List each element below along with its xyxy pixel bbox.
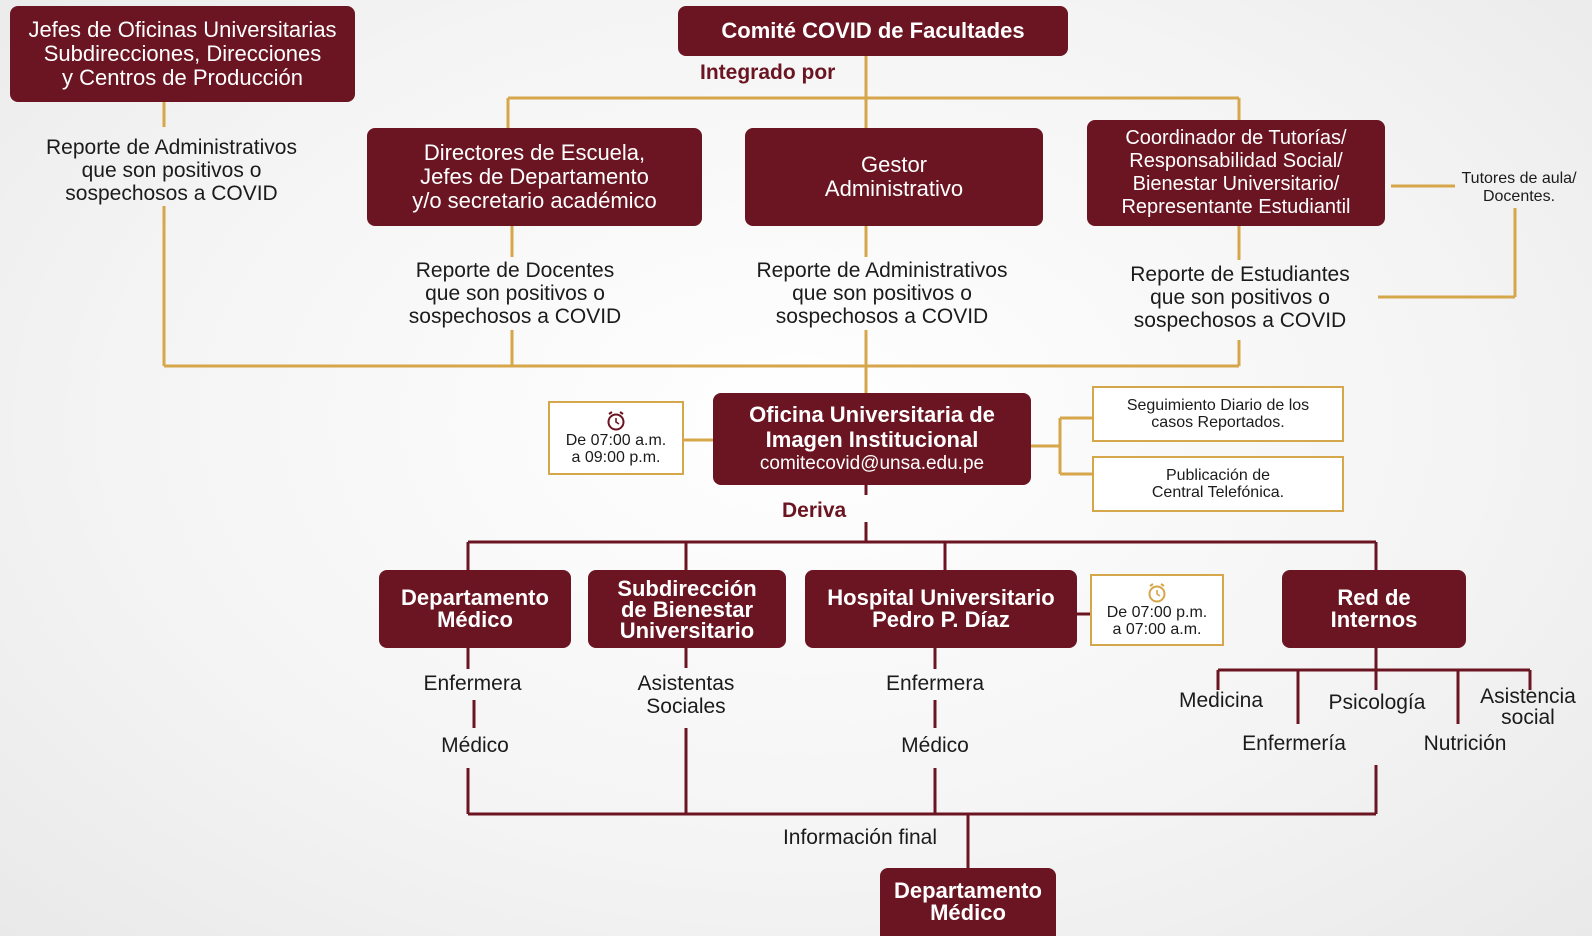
directores-line: Jefes de Departamento [420, 164, 649, 189]
directores-box: Directores de Escuela, Jefes de Departam… [367, 128, 702, 226]
integrado-por-label: Integrado por [700, 61, 836, 84]
asistentas-sociales-text: Asistentas Sociales [637, 672, 735, 718]
red-nutricion: Nutrición [1423, 732, 1507, 755]
unit-line: Hospital Universitario [827, 585, 1055, 610]
schedule-day-line: a 09:00 p.m. [571, 449, 661, 466]
unit-line: Universitario [619, 617, 755, 643]
unit3-enfermera: Enfermera [885, 672, 985, 695]
schedule-day-line: De 07:00 a.m. [565, 432, 667, 449]
red-internos-box: Red de Internos [1282, 570, 1466, 648]
final-line: Departamento [894, 878, 1042, 903]
central-line: Central Telefónica. [1151, 484, 1285, 501]
unit1-enfermera: Enfermera [423, 672, 522, 695]
reporte-docentes-text: Reporte de Docentes que son positivos o … [408, 259, 622, 328]
gestor-line: Administrativo [824, 176, 964, 201]
coordinador-tutorias-box: Coordinador de Tutorías/ Responsabilidad… [1087, 120, 1385, 226]
red-psicologia: Psicología [1328, 691, 1426, 714]
reporte-estudiantes-text: Reporte de Estudiantes que son positivos… [1130, 263, 1350, 332]
unit-line: Internos [1330, 607, 1418, 632]
unit-line: de Bienestar [620, 596, 754, 622]
unit-line: Subdirección [617, 575, 757, 601]
unit-line: Pedro P. Díaz [872, 607, 1010, 632]
jefes-oficinas-box: Jefes de Oficinas Universitarias Subdire… [10, 6, 355, 102]
departamento-medico-final-box: Departamento Médico [880, 868, 1056, 936]
schedule-night-box: De 07:00 p.m. a 07:00 a.m. [1090, 574, 1224, 646]
alarm-clock-icon [1148, 583, 1166, 603]
coordinador-line: Bienestar Universitario/ [1132, 173, 1340, 195]
schedule-night-line: De 07:00 p.m. [1106, 604, 1208, 621]
oficina-line: Imagen Institucional [765, 427, 979, 452]
unit-line: Médico [437, 607, 513, 632]
jefes-line: Subdirecciones, Direcciones [43, 41, 322, 66]
tutores-text: Tutores de aula/ Docentes. [1461, 170, 1577, 205]
red-medicina: Medicina [1178, 689, 1264, 712]
unit-line: Red de [1337, 585, 1411, 610]
directores-line: Directores de Escuela, [423, 140, 646, 165]
directores-line: y/o secretario académico [412, 188, 657, 213]
red-enfermeria: Enfermería [1242, 732, 1346, 755]
coordinador-line: Responsabilidad Social/ [1129, 150, 1343, 172]
seguimiento-line: Seguimiento Diario de los [1126, 397, 1310, 414]
jefes-line: y Centros de Producción [62, 65, 303, 90]
jefes-report-text: Reporte de Administrativos que son posit… [46, 136, 297, 205]
central-telefonica-box: Publicación de Central Telefónica. [1092, 456, 1344, 512]
coordinador-line: Coordinador de Tutorías/ [1125, 127, 1347, 149]
reporte-administrativos-text: Reporte de Administrativos que son posit… [756, 259, 1008, 328]
oficina-line: Oficina Universitaria de [749, 402, 995, 427]
central-line: Publicación de [1165, 467, 1271, 484]
unit3-medico: Médico [901, 734, 969, 757]
schedule-day-box: De 07:00 a.m. a 09:00 p.m. [548, 401, 684, 475]
comite-covid-title: Comité COVID de Facultades [721, 18, 1025, 43]
departamento-medico-box: Departamento Médico [379, 570, 571, 648]
gestor-line: Gestor [860, 152, 928, 177]
seguimiento-diario-box: Seguimiento Diario de los casos Reportad… [1092, 386, 1344, 442]
unit-line: Departamento [401, 585, 549, 610]
subdireccion-bienestar-box: Subdirección de Bienestar Universitario [588, 570, 786, 648]
jefes-line: Jefes de Oficinas Universitarias [28, 17, 337, 42]
schedule-night-line: a 07:00 a.m. [1112, 621, 1202, 638]
final-line: Médico [930, 900, 1006, 925]
oficina-imagen-institucional-box: Oficina Universitaria de Imagen Instituc… [713, 393, 1031, 485]
alarm-clock-icon [607, 411, 625, 431]
red-asistencia-social: Asistencia social [1480, 685, 1576, 729]
deriva-label: Deriva [782, 499, 847, 522]
unit1-medico: Médico [441, 734, 509, 757]
hospital-universitario-box: Hospital Universitario Pedro P. Díaz [805, 570, 1077, 648]
gestor-administrativo-box: Gestor Administrativo [745, 128, 1043, 226]
seguimiento-line: casos Reportados. [1151, 414, 1285, 431]
coordinador-line: Representante Estudiantil [1121, 196, 1351, 218]
comite-covid-box: Comité COVID de Facultades [678, 6, 1068, 56]
oficina-email[interactable]: comitecovid@unsa.edu.pe [759, 453, 985, 474]
informacion-final-label: Información final [782, 826, 938, 849]
